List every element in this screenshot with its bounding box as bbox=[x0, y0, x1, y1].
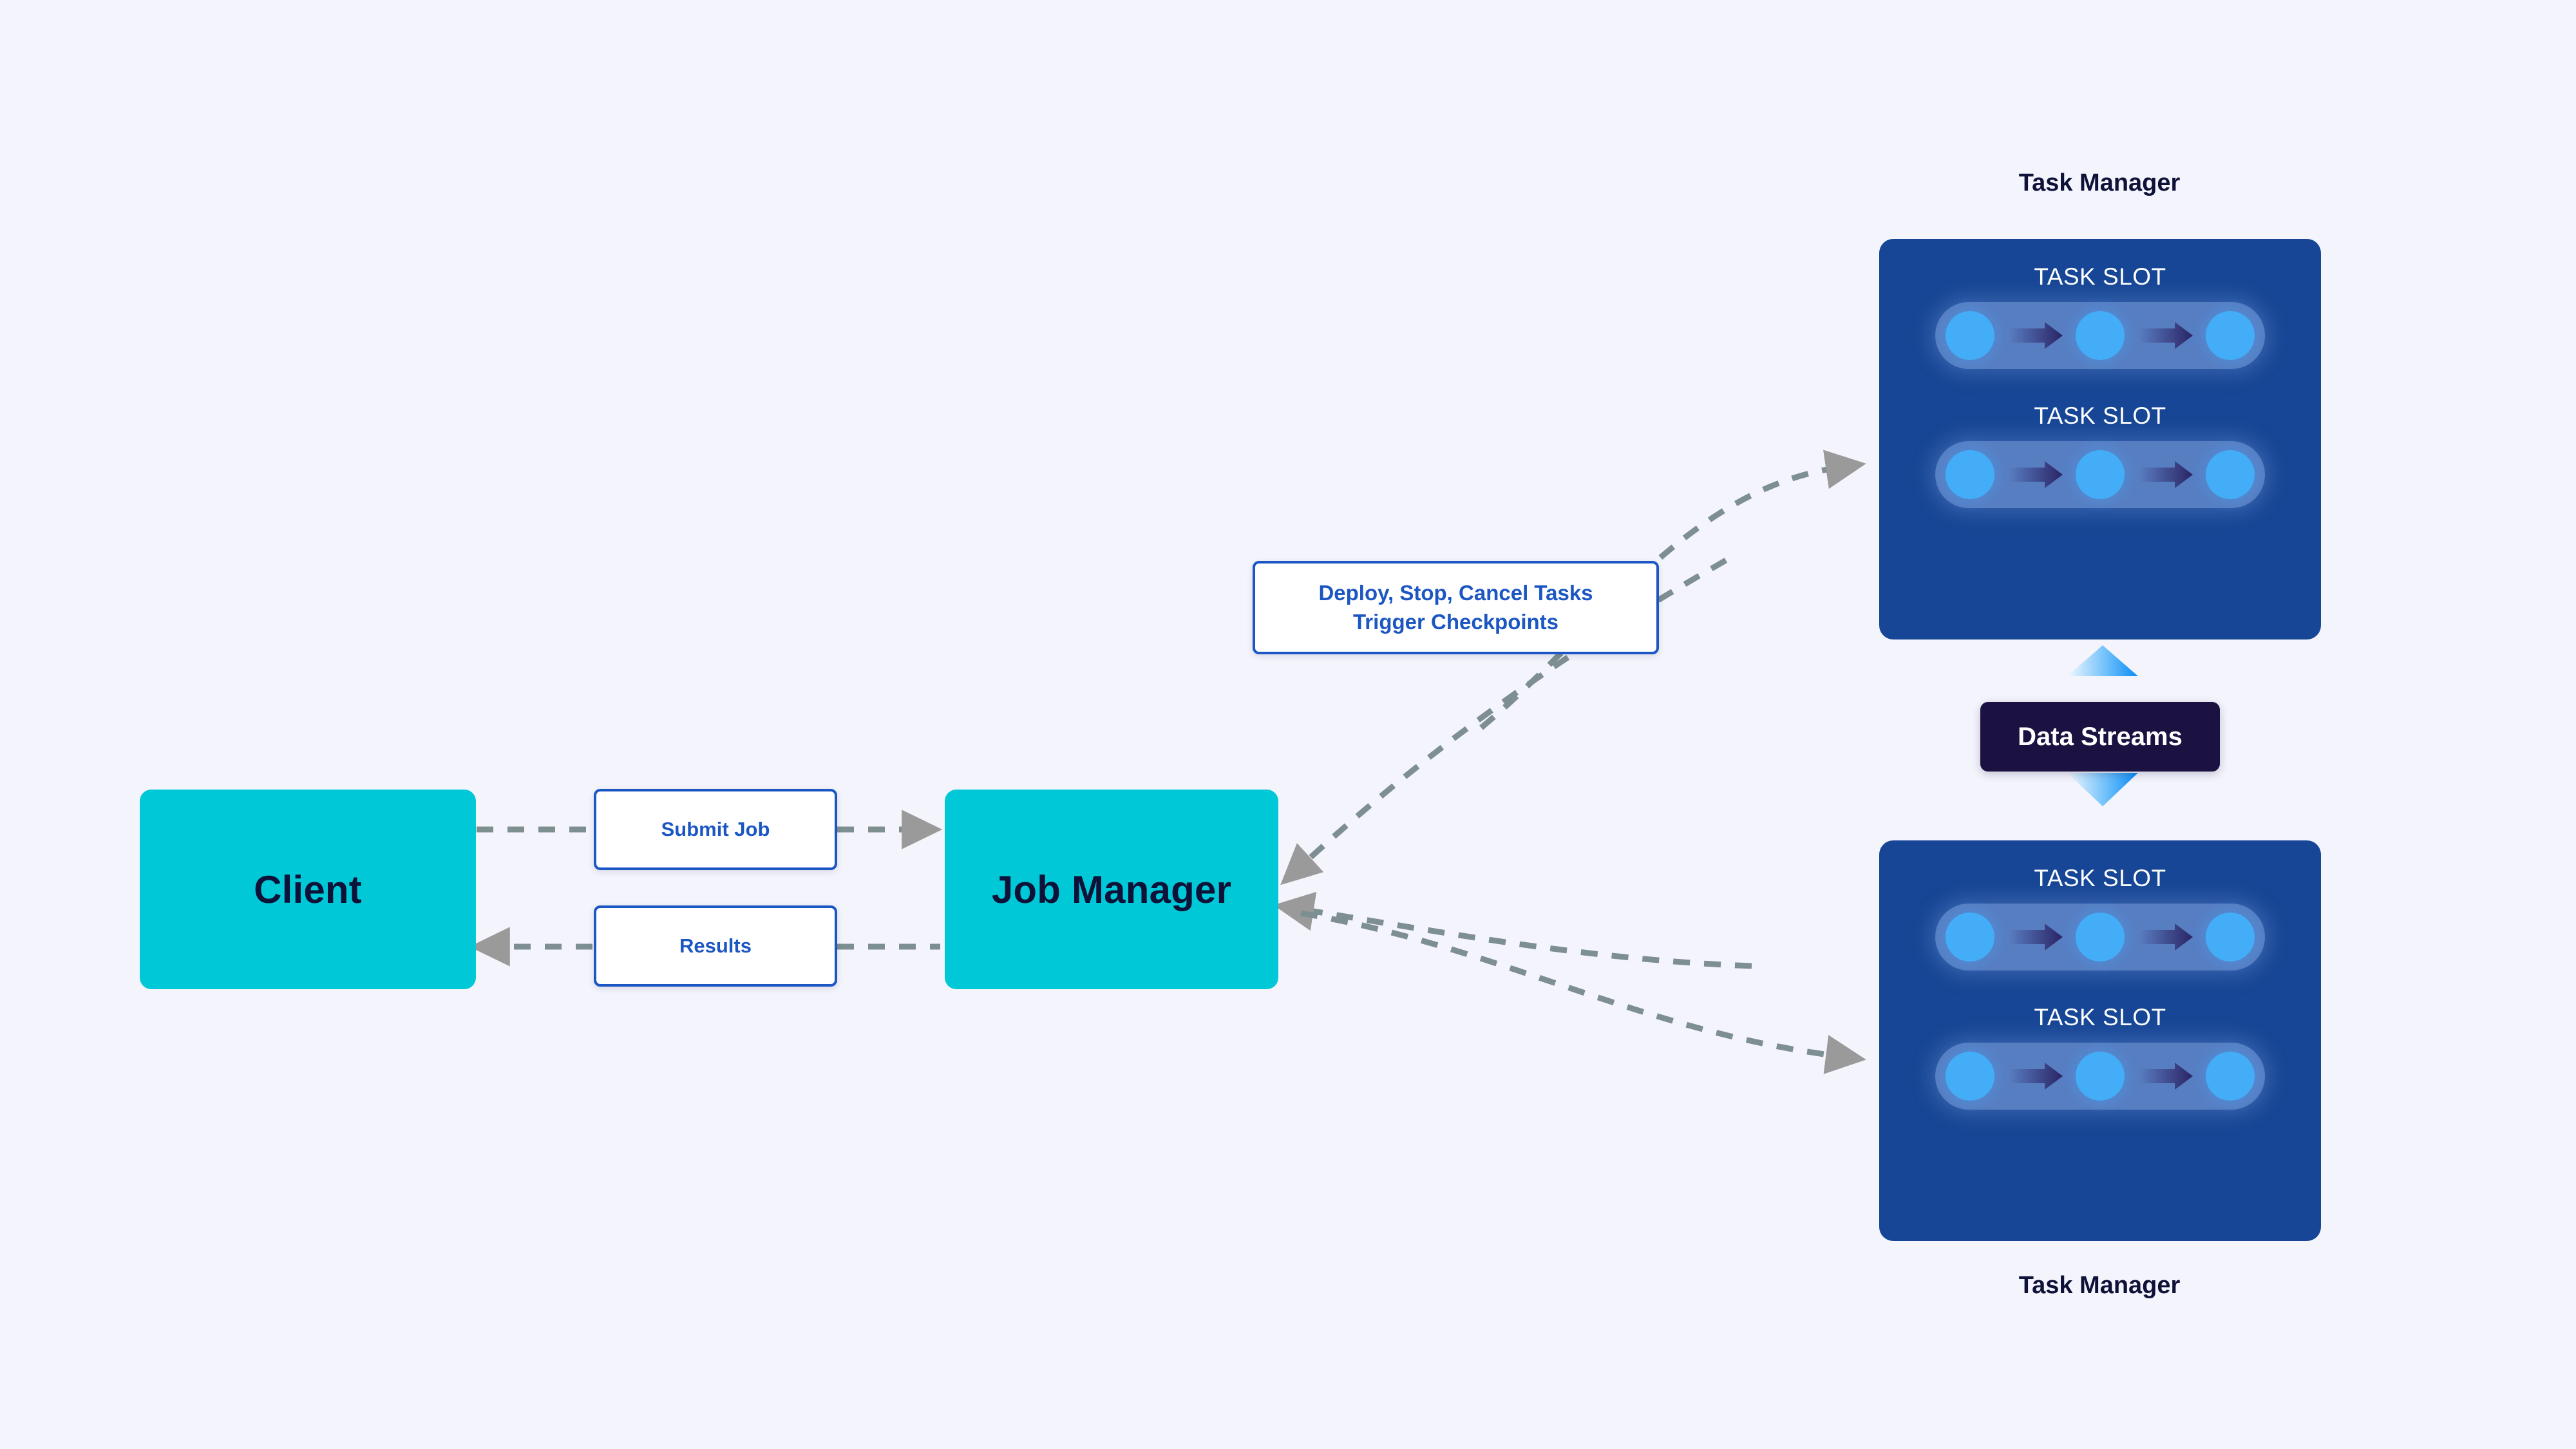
task-manager-top-panel[interactable]: TASK SLOT TASK SLOT bbox=[1879, 239, 2321, 639]
operator-node-icon bbox=[2076, 450, 2125, 499]
task-slot-pipeline[interactable] bbox=[1935, 904, 2265, 971]
node-client[interactable]: Client bbox=[140, 790, 476, 989]
operator-node-icon bbox=[1946, 913, 1994, 961]
data-streams-badge[interactable]: Data Streams bbox=[1980, 702, 2220, 772]
data-streams-label: Data Streams bbox=[2018, 722, 2183, 751]
operator-node-icon bbox=[2206, 311, 2255, 360]
task-manager-top-title: Task Manager bbox=[1874, 169, 2325, 197]
task-slot-label: TASK SLOT bbox=[2034, 263, 2166, 290]
pipeline-arrow-icon bbox=[2007, 923, 2063, 951]
task-manager-top-title-label: Task Manager bbox=[2018, 169, 2181, 196]
task-manager-bottom-panel[interactable]: TASK SLOT TASK SLOT bbox=[1879, 840, 2321, 1241]
operator-node-icon bbox=[2206, 450, 2255, 499]
operator-node-icon bbox=[2076, 311, 2125, 360]
data-stream-up-arrow bbox=[2067, 645, 2138, 676]
chip-control-line-2: Trigger Checkpoints bbox=[1352, 609, 1559, 634]
pipeline-arrow-icon bbox=[2137, 461, 2193, 488]
node-job-manager[interactable]: Job Manager bbox=[945, 790, 1278, 989]
pipeline-arrow-icon bbox=[2137, 322, 2193, 349]
chip-control-line-1: Deploy, Stop, Cancel Tasks bbox=[1318, 580, 1593, 605]
data-stream-down-arrow bbox=[2067, 773, 2138, 806]
task-slot-pipeline[interactable] bbox=[1935, 302, 2265, 369]
task-manager-bottom-title-label: Task Manager bbox=[2018, 1272, 2181, 1299]
operator-node-icon bbox=[2076, 913, 2125, 961]
task-slot-label: TASK SLOT bbox=[2034, 865, 2166, 891]
node-client-label: Client bbox=[254, 867, 362, 911]
operator-node-icon bbox=[2076, 1052, 2125, 1101]
task-slot-label: TASK SLOT bbox=[2034, 402, 2166, 429]
pipeline-arrow-icon bbox=[2137, 1063, 2193, 1090]
pipeline-arrow-icon bbox=[2007, 1063, 2063, 1090]
edge-task-manager-bottom-to-job-manager bbox=[1273, 891, 1752, 969]
operator-node-icon bbox=[2206, 913, 2255, 961]
chip-submit-job-label: Submit Job bbox=[661, 818, 770, 840]
task-slot-pipeline[interactable] bbox=[1935, 441, 2265, 508]
edge-job-manager-to-task-manager-bottom bbox=[1300, 910, 1866, 1074]
operator-node-icon bbox=[1946, 1052, 1994, 1101]
operator-node-icon bbox=[2206, 1052, 2255, 1101]
pipeline-arrow-icon bbox=[2137, 923, 2193, 951]
operator-node-icon bbox=[1946, 311, 1994, 360]
task-slot-pipeline[interactable] bbox=[1935, 1043, 2265, 1110]
pipeline-arrow-icon bbox=[2007, 461, 2063, 488]
operator-node-icon bbox=[1946, 450, 1994, 499]
task-manager-bottom-title: Task Manager bbox=[1874, 1272, 2325, 1300]
chip-submit-job[interactable]: Submit Job bbox=[594, 789, 837, 870]
chip-results[interactable]: Results bbox=[594, 905, 837, 987]
node-job-manager-label: Job Manager bbox=[991, 867, 1232, 911]
task-slot-label: TASK SLOT bbox=[2034, 1004, 2166, 1030]
chip-control-commands[interactable]: Deploy, Stop, Cancel Tasks Trigger Check… bbox=[1253, 561, 1659, 654]
pipeline-arrow-icon bbox=[2007, 322, 2063, 349]
chip-results-label: Results bbox=[679, 934, 752, 957]
